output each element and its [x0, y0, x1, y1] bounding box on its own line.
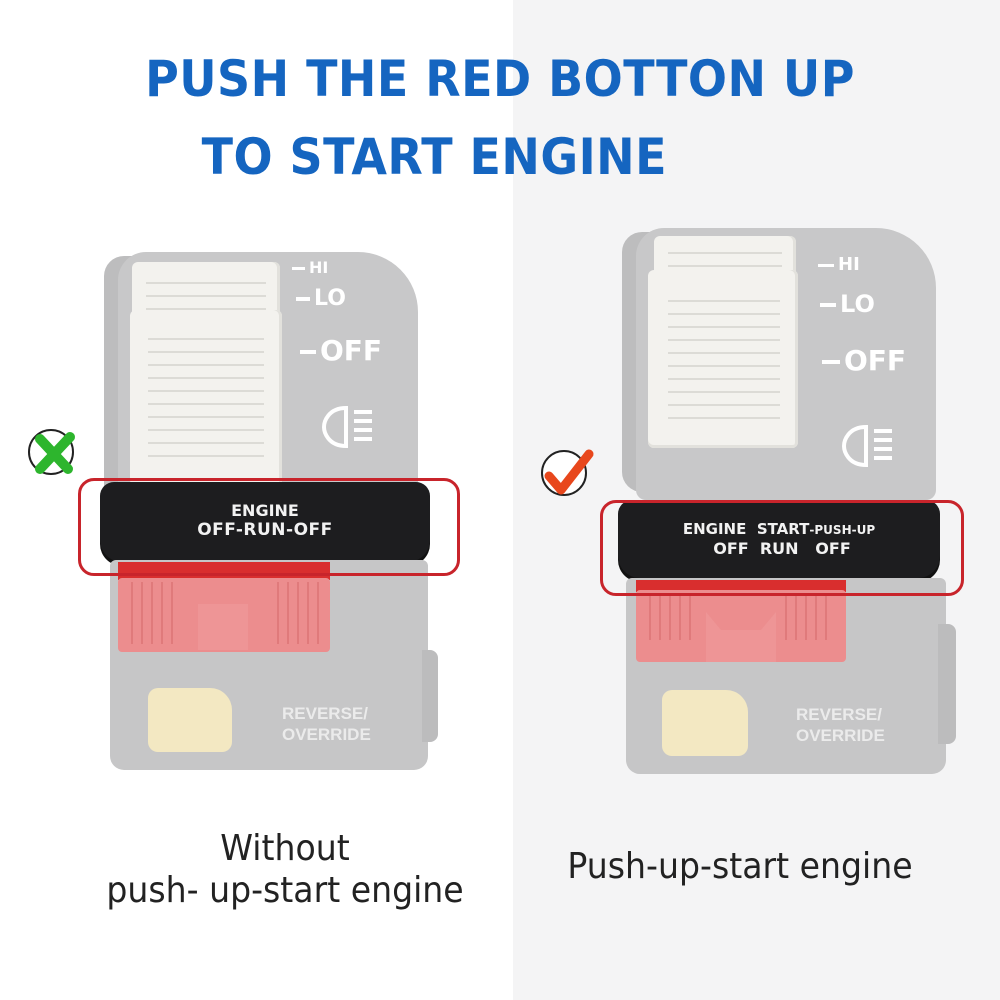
right-thumb-dimmer	[648, 270, 798, 448]
left-engine-plate: ENGINE OFF-RUN-OFF	[100, 482, 430, 562]
right-headlamp-icon	[842, 424, 892, 468]
headline-line-2: TO START ENGINE	[201, 128, 668, 186]
right-red-button-top	[636, 580, 846, 592]
right-red-button-ribs	[649, 596, 827, 662]
green-x-icon	[35, 432, 75, 474]
headline: PUSH THE RED BOTTON UP TO START ENGINE	[0, 40, 1000, 196]
left-red-engine-button	[118, 578, 330, 652]
right-engine-plate-line-2: OFF RUN OFF	[713, 539, 851, 558]
red-check-icon	[544, 449, 594, 495]
right-status-mark	[541, 449, 594, 496]
right-caption: Push-up-start engine	[567, 846, 913, 887]
headline-line-1: PUSH THE RED BOTTON UP	[145, 50, 855, 108]
right-engine-plate-line-1: ENGINE START-PUSH-UP	[682, 520, 876, 538]
right-reverse-button	[662, 690, 748, 756]
left-thumb-dimmer	[130, 310, 282, 488]
left-reverse-label: REVERSE/ OVERRIDE	[282, 704, 371, 744]
right-side-notch	[938, 624, 956, 744]
left-side-notch	[422, 650, 438, 742]
left-highlight-box	[78, 478, 460, 576]
left-caption-line-1: Without	[220, 828, 350, 869]
left-engine-plate-line-2: OFF-RUN-OFF	[197, 520, 333, 540]
right-label-off: OFF	[822, 344, 906, 377]
left-status-mark	[28, 429, 75, 475]
right-label-hi: HI	[818, 254, 860, 275]
left-caption: Without push- up-start engine	[78, 828, 492, 912]
left-headlamp-icon	[322, 405, 372, 449]
left-label-off: OFF	[300, 334, 382, 367]
left-reverse-button	[148, 688, 232, 752]
left-red-button-ribs	[131, 582, 319, 650]
left-caption-line-2: push- up-start engine	[106, 870, 464, 911]
right-label-lo: LO	[820, 290, 875, 318]
right-red-engine-button	[636, 590, 846, 662]
left-label-lo: LO	[296, 286, 346, 311]
right-reverse-label: REVERSE/ OVERRIDE	[796, 705, 885, 745]
right-highlight-box	[600, 500, 964, 596]
left-engine-plate-line-1: ENGINE	[231, 501, 299, 520]
right-engine-plate: ENGINE START-PUSH-UP OFF RUN OFF	[618, 500, 940, 578]
left-label-hi: HI	[292, 258, 328, 277]
